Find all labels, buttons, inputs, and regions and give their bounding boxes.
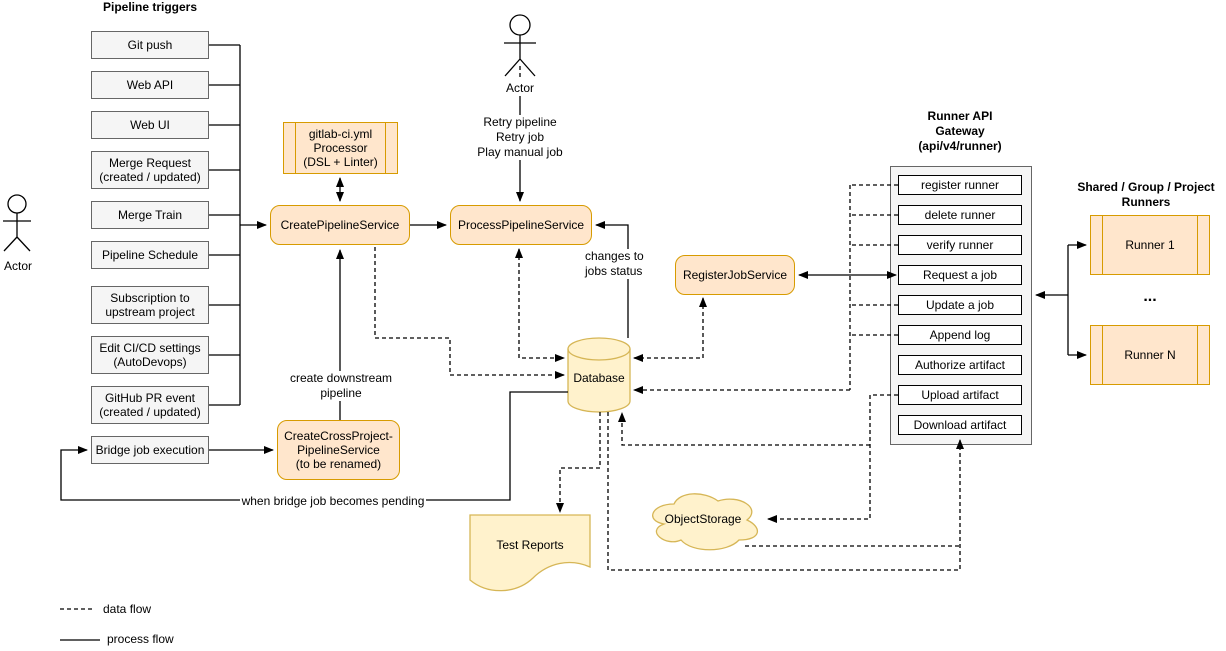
edge-create-to-db	[374, 247, 565, 379]
edge-label-changes: changes to jobs status	[585, 249, 653, 279]
node-cross-project-pipeline-service: CreateCrossProject- PipelineService (to …	[277, 420, 400, 480]
endpoint-append-log: Append log	[898, 325, 1022, 345]
trigger-subscription: Subscription to upstream project	[91, 286, 209, 324]
edge-db-to-test-reports	[556, 412, 601, 513]
node-register-job-service: RegisterJobService	[675, 255, 795, 295]
endpoint-update-a-job: Update a job	[898, 295, 1022, 315]
process-bar	[1102, 216, 1103, 274]
trigger-edit-cicd: Edit CI/CD settings (AutoDevops)	[91, 336, 209, 374]
process-bar	[1102, 326, 1103, 384]
process-bar	[295, 123, 296, 173]
edge-trigger-collector	[209, 44, 241, 406]
edge-label-retry: Retry pipeline Retry job Play manual job	[470, 115, 570, 160]
edge-upload-to-objectstorage	[767, 394, 898, 523]
runner-api-gateway-title: Runner API Gateway (api/v4/runner)	[918, 109, 1002, 153]
edge-registerjob-db	[633, 297, 707, 362]
runners-ellipsis: ...	[1143, 288, 1157, 305]
edge-label-when-bridge: when bridge job becomes pending	[240, 494, 426, 509]
process-bar	[1197, 326, 1198, 384]
endpoint-authorize-artifact: Authorize artifact	[898, 355, 1022, 375]
endpoint-verify-runner: verify runner	[898, 235, 1022, 255]
legend-data-flow-label: data flow	[103, 602, 152, 616]
node-label: gitlab-ci.yml Processor (DSL + Linter)	[303, 127, 378, 169]
pipeline-triggers-title: Pipeline triggers	[102, 0, 198, 14]
trigger-web-ui: Web UI	[91, 111, 209, 139]
runners-title: Shared / Group / Project Runners	[1077, 180, 1215, 209]
actor-left-figure	[3, 194, 31, 252]
process-bar	[385, 123, 386, 173]
trigger-bridge-job: Bridge job execution	[91, 436, 209, 464]
node-label: Runner 1	[1125, 238, 1175, 252]
trigger-github-pr: GitHub PR event (created / updated)	[91, 386, 209, 424]
actor-left-label: Actor	[3, 259, 32, 273]
edge-db-changes-to-process	[595, 221, 629, 338]
endpoint-delete-runner: delete runner	[898, 205, 1022, 225]
node-runner-n: Runner N	[1090, 325, 1210, 385]
legend-process-flow-label: process flow	[107, 632, 174, 646]
trigger-pipeline-schedule: Pipeline Schedule	[91, 241, 209, 269]
edge-upload-to-db	[618, 412, 870, 446]
trigger-git-push: Git push	[91, 31, 209, 59]
actor-top-figure	[504, 14, 536, 79]
trigger-merge-train: Merge Train	[91, 201, 209, 229]
edge-label-create-downstream: create downstream pipeline	[285, 371, 397, 401]
trigger-merge-request: Merge Request (created / updated)	[91, 151, 209, 189]
actor-top-label: Actor	[505, 81, 534, 95]
node-label: Runner N	[1124, 348, 1176, 362]
object-storage-label: ObjectStorage	[664, 512, 742, 526]
edge-gateway-runners	[1035, 241, 1087, 359]
test-reports-label: Test Reports	[496, 538, 564, 552]
trigger-web-api: Web API	[91, 71, 209, 99]
node-create-pipeline-service: CreatePipelineService	[270, 205, 410, 245]
endpoint-download-artifact: Download artifact	[898, 415, 1022, 435]
endpoint-request-a-job: Request a job	[898, 265, 1022, 285]
node-process-pipeline-service: ProcessPipelineService	[450, 205, 592, 245]
edge-process-db	[515, 248, 565, 362]
endpoint-register-runner: register runner	[898, 175, 1022, 195]
process-bar	[1197, 216, 1198, 274]
node-gitlab-ci-processor: gitlab-ci.yml Processor (DSL + Linter)	[283, 122, 398, 174]
database-label: Database	[573, 371, 625, 385]
node-runner-1: Runner 1	[1090, 215, 1210, 275]
endpoint-upload-artifact: Upload artifact	[898, 385, 1022, 405]
